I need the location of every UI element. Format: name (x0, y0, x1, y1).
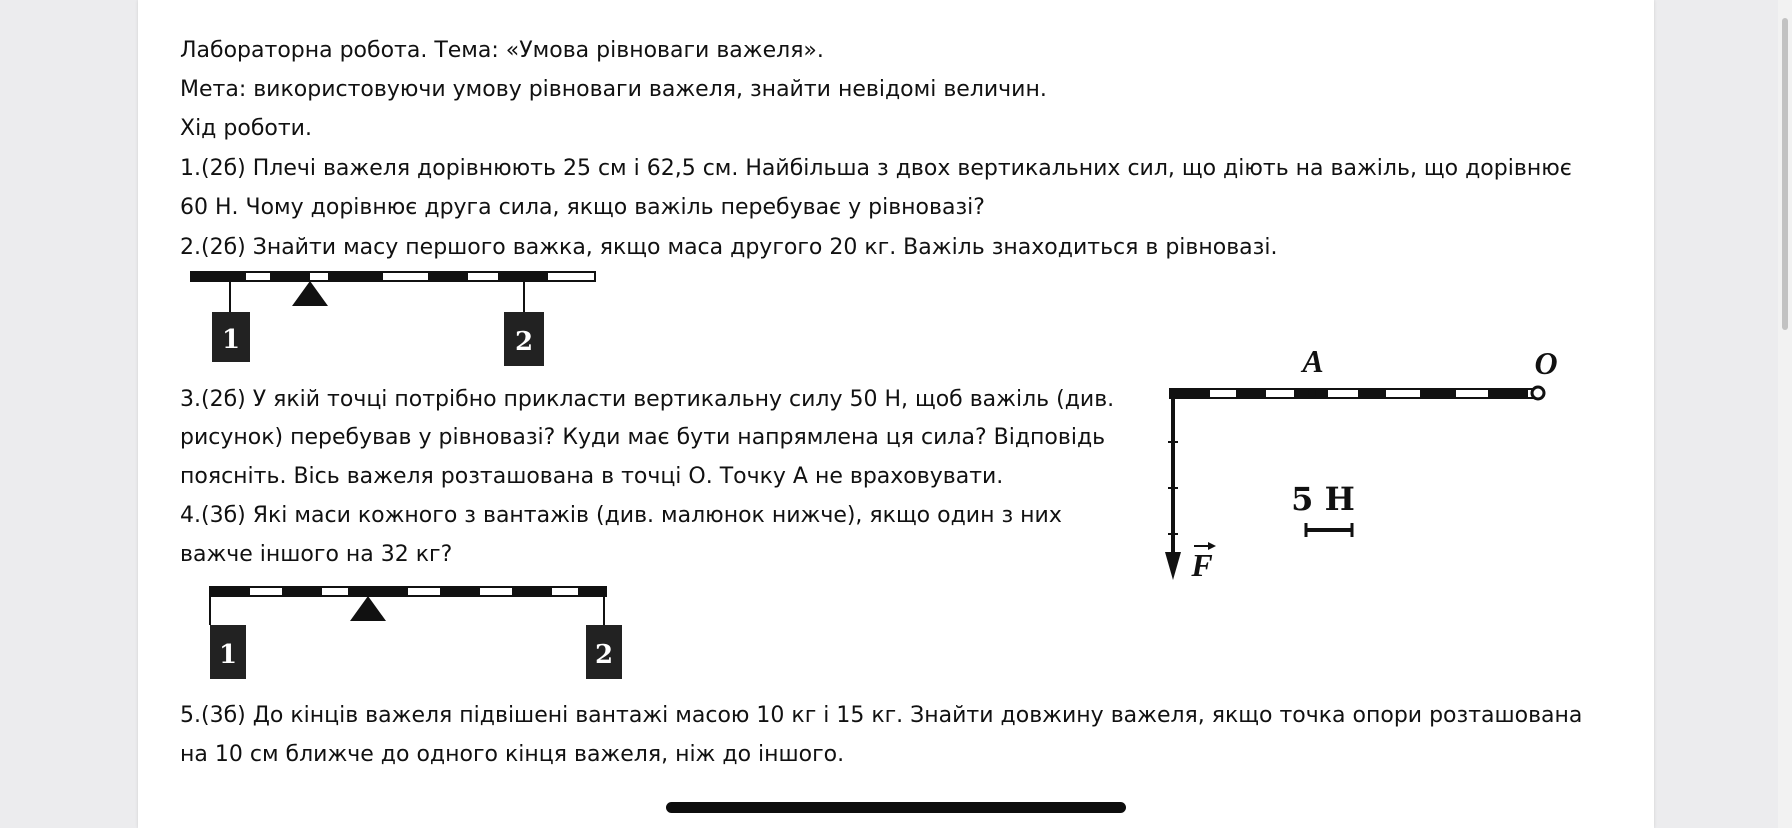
weight-1-box (212, 312, 250, 362)
force-label: F (1190, 547, 1212, 583)
task-4-line-1: 4.(3б) Які маси кожного з вантажів (див.… (180, 503, 1062, 528)
task-1-line-1: 1.(2б) Плечі важеля дорівнюють 25 см і 6… (180, 156, 1572, 181)
beam-segment (512, 587, 552, 596)
weight-2-box (504, 312, 544, 366)
beam-segment (282, 587, 322, 596)
beam-segment (1420, 389, 1456, 398)
doc-title: Лабораторна робота. Тема: «Умова рівнова… (180, 38, 824, 63)
beam-segment (1358, 389, 1386, 398)
weight-2-box (586, 625, 622, 679)
doc-procedure-heading: Хід роботи. (180, 116, 312, 141)
scrollbar-thumb[interactable] (1782, 18, 1788, 330)
task-4-line-2: важче іншого на 32 кг? (180, 542, 453, 567)
lever-figure-task-4: 1 2 (209, 586, 622, 679)
task-5-line-1: 5.(3б) До кінців важеля підвішені вантаж… (180, 703, 1583, 728)
weight-1-label: 1 (222, 325, 240, 355)
beam-segment (440, 587, 480, 596)
force-arrow-head (1165, 552, 1181, 580)
scale-label: 5 H (1291, 480, 1355, 518)
beam-segment (498, 272, 548, 281)
point-o-label: O (1534, 345, 1557, 381)
beam-segment (328, 272, 383, 281)
weight-2-label: 2 (515, 327, 533, 357)
beam-segment (1170, 389, 1210, 398)
home-indicator-bar[interactable] (666, 802, 1126, 813)
beam-segment (270, 272, 310, 281)
beam-segment (191, 272, 246, 281)
beam-segment (348, 587, 408, 596)
beam-segment (210, 587, 250, 596)
weight-1-box (210, 625, 246, 679)
doc-goal: Мета: використовуючи умову рівноваги важ… (180, 77, 1047, 102)
beam-segment (1236, 389, 1266, 398)
fulcrum-triangle (292, 281, 328, 306)
lever-figure-task-3: A O F 5 H (1165, 343, 1558, 583)
task-3-line-2: рисунок) перебував у рівновазі? Куди має… (180, 425, 1106, 450)
task-3-line-3: поясніть. Вісь важеля розташована в точц… (180, 464, 1004, 489)
task-2-line-1: 2.(2б) Знайти масу першого важка, якщо м… (180, 235, 1278, 260)
beam-segment (578, 587, 606, 596)
beam-segment (1488, 389, 1528, 398)
weight-2-label: 2 (595, 640, 613, 670)
pivot-o-circle (1530, 385, 1546, 401)
task-1-line-2: 60 Н. Чому дорівнює друга сила, якщо важ… (180, 195, 985, 220)
task-3-line-1: 3.(2б) У якій точці потрібно прикласти в… (180, 387, 1115, 412)
beam-segment (428, 272, 468, 281)
weight-1-label: 1 (219, 640, 237, 670)
scrollbar-track[interactable] (1778, 0, 1792, 828)
force-vector-bar-head (1208, 542, 1216, 550)
point-a-label: A (1300, 343, 1323, 379)
lever-figure-task-2: 1 2 (190, 271, 596, 366)
task-5-line-2: на 10 см ближче до одного кінця важеля, … (180, 742, 845, 767)
document-page: Лабораторна робота. Тема: «Умова рівнова… (138, 0, 1654, 828)
fulcrum-triangle (350, 596, 386, 621)
lever-beam (1169, 388, 1537, 399)
point-a-dot (1308, 389, 1316, 397)
